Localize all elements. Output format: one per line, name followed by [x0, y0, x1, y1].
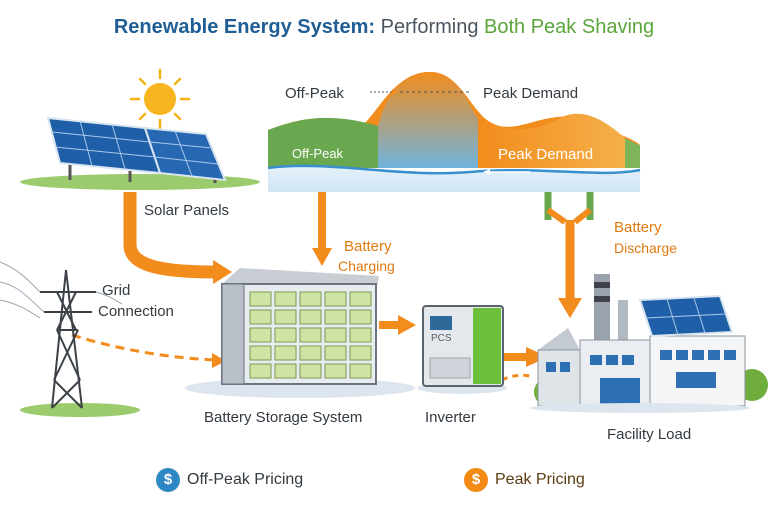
curve-band-offpeak: Off-Peak [292, 146, 344, 161]
inverter-tag: PCS [431, 333, 452, 344]
battery-cell [324, 309, 347, 325]
battery-cell [324, 345, 347, 361]
battery-charging-label-line1: Battery [344, 238, 392, 255]
battery-storage-rack-icon [185, 268, 415, 398]
battery-cell [299, 345, 322, 361]
battery-cell [324, 291, 347, 307]
battery-cell [274, 291, 297, 307]
curve-band-peak: Peak Demand [498, 146, 594, 163]
battery-cell [299, 291, 322, 307]
curve-label-offpeak-top: Off-Peak [285, 85, 344, 102]
battery-charging-label-line2: Charging [338, 258, 395, 274]
battery-discharge-label-line2: Discharge [614, 240, 678, 256]
solar-panel-array-icon [20, 116, 260, 190]
battery-cell [274, 327, 297, 343]
legend-offpeak-pricing: Off-Peak Pricing [187, 471, 304, 488]
battery-cell [349, 291, 372, 307]
battery-cell [324, 327, 347, 343]
facility-building-icon [530, 274, 768, 413]
flow-arrows [71, 192, 594, 382]
battery-discharge-label-line1: Battery [614, 219, 662, 236]
battery-cell [249, 363, 272, 379]
battery-cell [249, 327, 272, 343]
battery-cell [324, 363, 347, 379]
inverter-label: Inverter [425, 409, 476, 426]
grid-label-line1: Grid [102, 282, 131, 299]
battery-cell [274, 309, 297, 325]
inverter-cabinet-icon [417, 305, 507, 394]
sun-icon [129, 68, 191, 130]
offpeak-dollar-icon: $ [156, 468, 180, 492]
battery-cell [249, 309, 272, 325]
solar-panels-label: Solar Panels [144, 202, 230, 219]
battery-cell [274, 363, 297, 379]
legend-peak-pricing: Peak Pricing [495, 471, 585, 488]
page-title: Renewable Energy System: Performing Both… [113, 16, 655, 38]
grid-label-line2: Connection [98, 303, 174, 320]
facility-load-label: Facility Load [607, 426, 692, 443]
battery-cell [299, 327, 322, 343]
curve-label-peak-top: Peak Demand [483, 85, 579, 102]
battery-cell [349, 363, 372, 379]
battery-cell [274, 345, 297, 361]
battery-storage-label: Battery Storage System [204, 409, 363, 426]
battery-cell [349, 345, 372, 361]
battery-cell [299, 309, 322, 325]
battery-cell [249, 345, 272, 361]
transmission-tower-icon [0, 261, 140, 417]
demand-curve-graphic [267, 72, 641, 192]
battery-cell [349, 327, 372, 343]
battery-cell [349, 309, 372, 325]
peak-dollar-icon: $ [464, 468, 488, 492]
battery-cell [249, 291, 272, 307]
battery-cell [299, 363, 322, 379]
